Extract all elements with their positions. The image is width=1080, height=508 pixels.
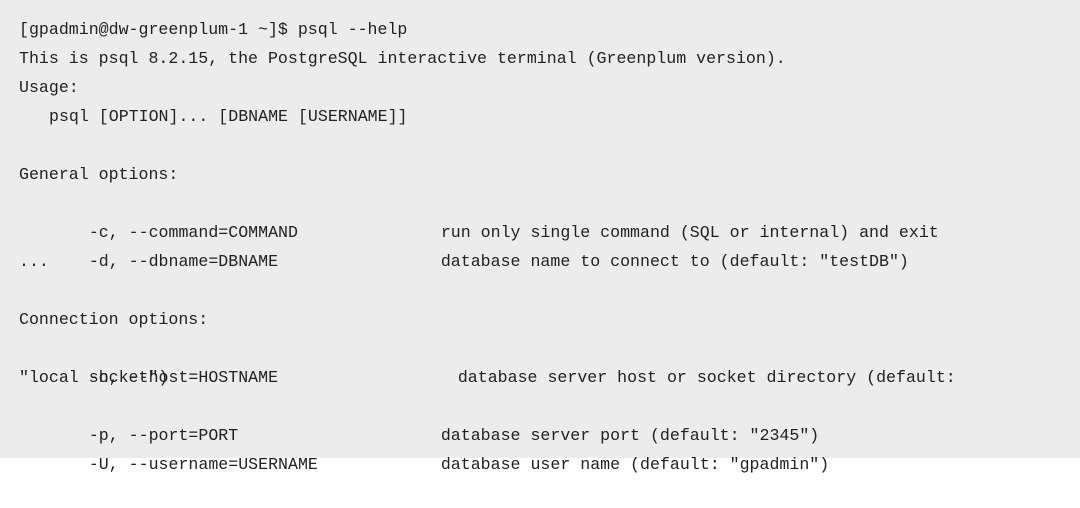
option-flag: -h, --host=HOSTNAME bbox=[88, 368, 279, 387]
option-flag: -d, --dbname=DBNAME bbox=[88, 252, 279, 271]
option-row: -h, --host=HOSTNAME database server host … bbox=[19, 334, 1080, 387]
option-row: -c, --command=COMMAND run only single com… bbox=[19, 189, 1080, 242]
option-row: -p, --port=PORT database server port (def… bbox=[19, 392, 1080, 445]
option-description: database server host or socket directory… bbox=[457, 368, 956, 387]
usage-header: Usage: bbox=[19, 78, 79, 97]
option-flag: -U, --username=USERNAME bbox=[88, 455, 318, 474]
blank-line bbox=[19, 131, 1080, 160]
option-description: run only single command (SQL or internal… bbox=[440, 223, 939, 242]
intro-line: This is psql 8.2.15, the PostgreSQL inte… bbox=[19, 49, 786, 68]
command-prompt-line: [gpadmin@dw-greenplum-1 ~]$ psql --help bbox=[19, 20, 408, 39]
connection-options-header: Connection options: bbox=[19, 310, 209, 329]
option-row: -d, --dbname=DBNAME database name to conn… bbox=[19, 218, 1080, 271]
option-description: database name to connect to (default: "t… bbox=[440, 252, 909, 271]
option-description: database server port (default: "2345") bbox=[440, 426, 820, 445]
ellipsis-line: ... bbox=[19, 252, 49, 271]
blank-line bbox=[19, 276, 1080, 305]
general-options-header: General options: bbox=[19, 165, 179, 184]
terminal-output: [gpadmin@dw-greenplum-1 ~]$ psql --help … bbox=[0, 0, 1080, 474]
option-flag: -p, --port=PORT bbox=[88, 426, 239, 445]
usage-line: psql [OPTION]... [DBNAME [USERNAME]] bbox=[49, 107, 408, 126]
option-flag: -c, --command=COMMAND bbox=[88, 223, 298, 242]
option-description-continuation: "local socket") bbox=[19, 368, 169, 387]
